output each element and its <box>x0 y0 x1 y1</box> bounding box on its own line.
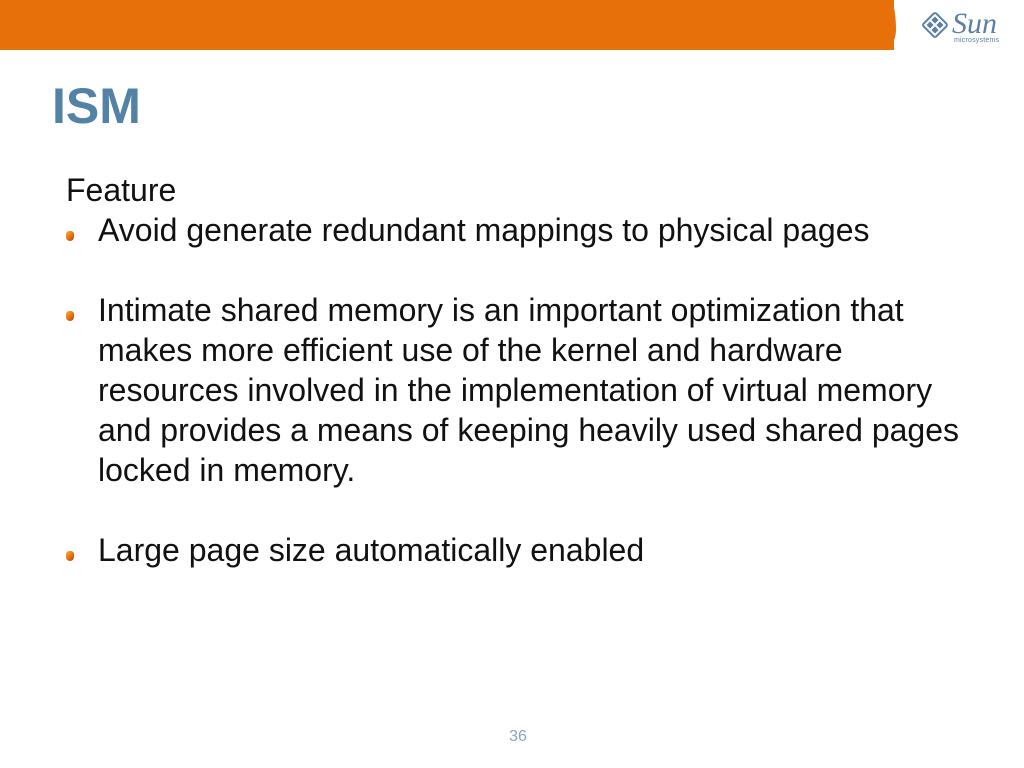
bullet-item: Intimate shared memory is an important o… <box>66 290 986 490</box>
header-bar-curve <box>870 0 896 50</box>
page-number: 36 <box>509 728 527 745</box>
bullet-icon <box>66 551 74 561</box>
bullet-list: Avoid generate redundant mappings to phy… <box>66 210 986 570</box>
bullet-item: Avoid generate redundant mappings to phy… <box>66 210 986 250</box>
bullet-icon <box>66 231 74 241</box>
slide-content: Feature Avoid generate redundant mapping… <box>66 170 986 570</box>
subheading: Feature <box>66 172 177 208</box>
header-bar <box>0 0 894 50</box>
sun-logo: Sun microsystems <box>920 7 1006 48</box>
logo-subtitle: microsystems <box>954 37 1000 44</box>
bullet-item: Large page size automatically enabled <box>66 530 986 570</box>
slide-title: ISM <box>52 78 141 134</box>
bullet-text: Avoid generate redundant mappings to phy… <box>98 212 870 248</box>
sun-logo-icon <box>922 12 948 38</box>
bullet-text: Large page size automatically enabled <box>98 532 645 568</box>
logo-wordmark: Sun <box>952 7 997 40</box>
bullet-icon <box>66 311 74 321</box>
bullet-text: Intimate shared memory is an important o… <box>98 292 960 488</box>
